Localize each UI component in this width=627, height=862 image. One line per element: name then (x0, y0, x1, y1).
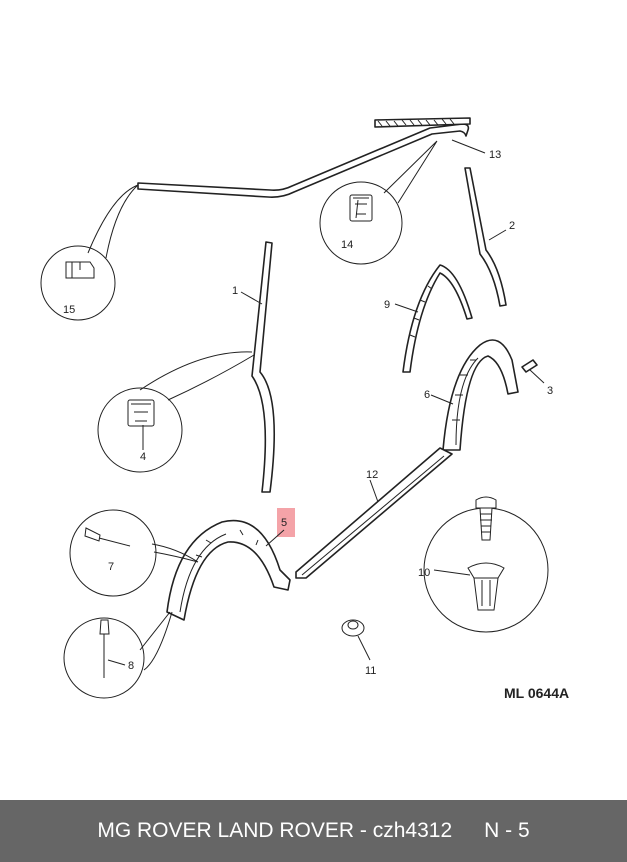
part-3-pin[interactable] (521, 359, 538, 373)
callout-4[interactable]: 4 (140, 451, 146, 463)
callout-1[interactable]: 1 (232, 285, 238, 297)
parts-diagram: 13 14 15 2 9 3 6 1 (40, 117, 569, 701)
detail-circle-7 (69, 509, 157, 597)
callout-10[interactable]: 10 (418, 567, 430, 579)
clip-10-icon[interactable] (467, 562, 505, 611)
callout-13[interactable]: 13 (489, 149, 501, 161)
footer-page-ref: N - 5 (484, 819, 530, 842)
callout-12[interactable]: 12 (366, 469, 378, 481)
callout-11[interactable]: 11 (365, 665, 376, 677)
detail-circle-4 (97, 387, 183, 473)
callout-8[interactable]: 8 (128, 660, 134, 672)
part-1-center-strip[interactable] (251, 241, 276, 493)
detail-circle-14 (319, 181, 403, 265)
callout-5[interactable]: 5 (281, 517, 287, 529)
callout-15[interactable]: 15 (63, 304, 75, 316)
footer-brand-part: MG ROVER LAND ROVER - czh4312 (97, 819, 453, 842)
callout-2[interactable]: 2 (509, 220, 515, 232)
part-2-rear-strip[interactable] (464, 167, 507, 307)
callout-5-highlight (277, 508, 295, 537)
clip-4-icon[interactable] (127, 399, 155, 427)
drawing-code: ML 0644A (504, 685, 569, 701)
clip-15-icon[interactable] (65, 261, 95, 279)
part-5-front-arch-moulding[interactable] (166, 519, 291, 621)
clip-14-icon[interactable] (349, 194, 373, 222)
callout-3[interactable]: 3 (547, 385, 553, 397)
part-11-grommet[interactable] (341, 619, 365, 637)
callout-14[interactable]: 14 (341, 239, 353, 251)
part-9-inner-arch-trim[interactable] (402, 264, 473, 373)
footer-bar: MG ROVER LAND ROVER - czh4312 N - 5 (0, 800, 627, 862)
callout-9[interactable]: 9 (384, 299, 390, 311)
callout-7[interactable]: 7 (108, 561, 114, 573)
callout-6[interactable]: 6 (424, 389, 430, 401)
part-13-top-trim[interactable] (137, 117, 471, 198)
detail-circle-15 (40, 245, 116, 321)
rivet-8-icon[interactable] (99, 619, 110, 678)
part-12-sill-strip[interactable] (295, 447, 453, 579)
rivet-7-icon[interactable] (84, 527, 131, 547)
part-6-rear-arch-moulding[interactable] (442, 339, 519, 451)
screw-10-icon[interactable] (475, 496, 497, 541)
